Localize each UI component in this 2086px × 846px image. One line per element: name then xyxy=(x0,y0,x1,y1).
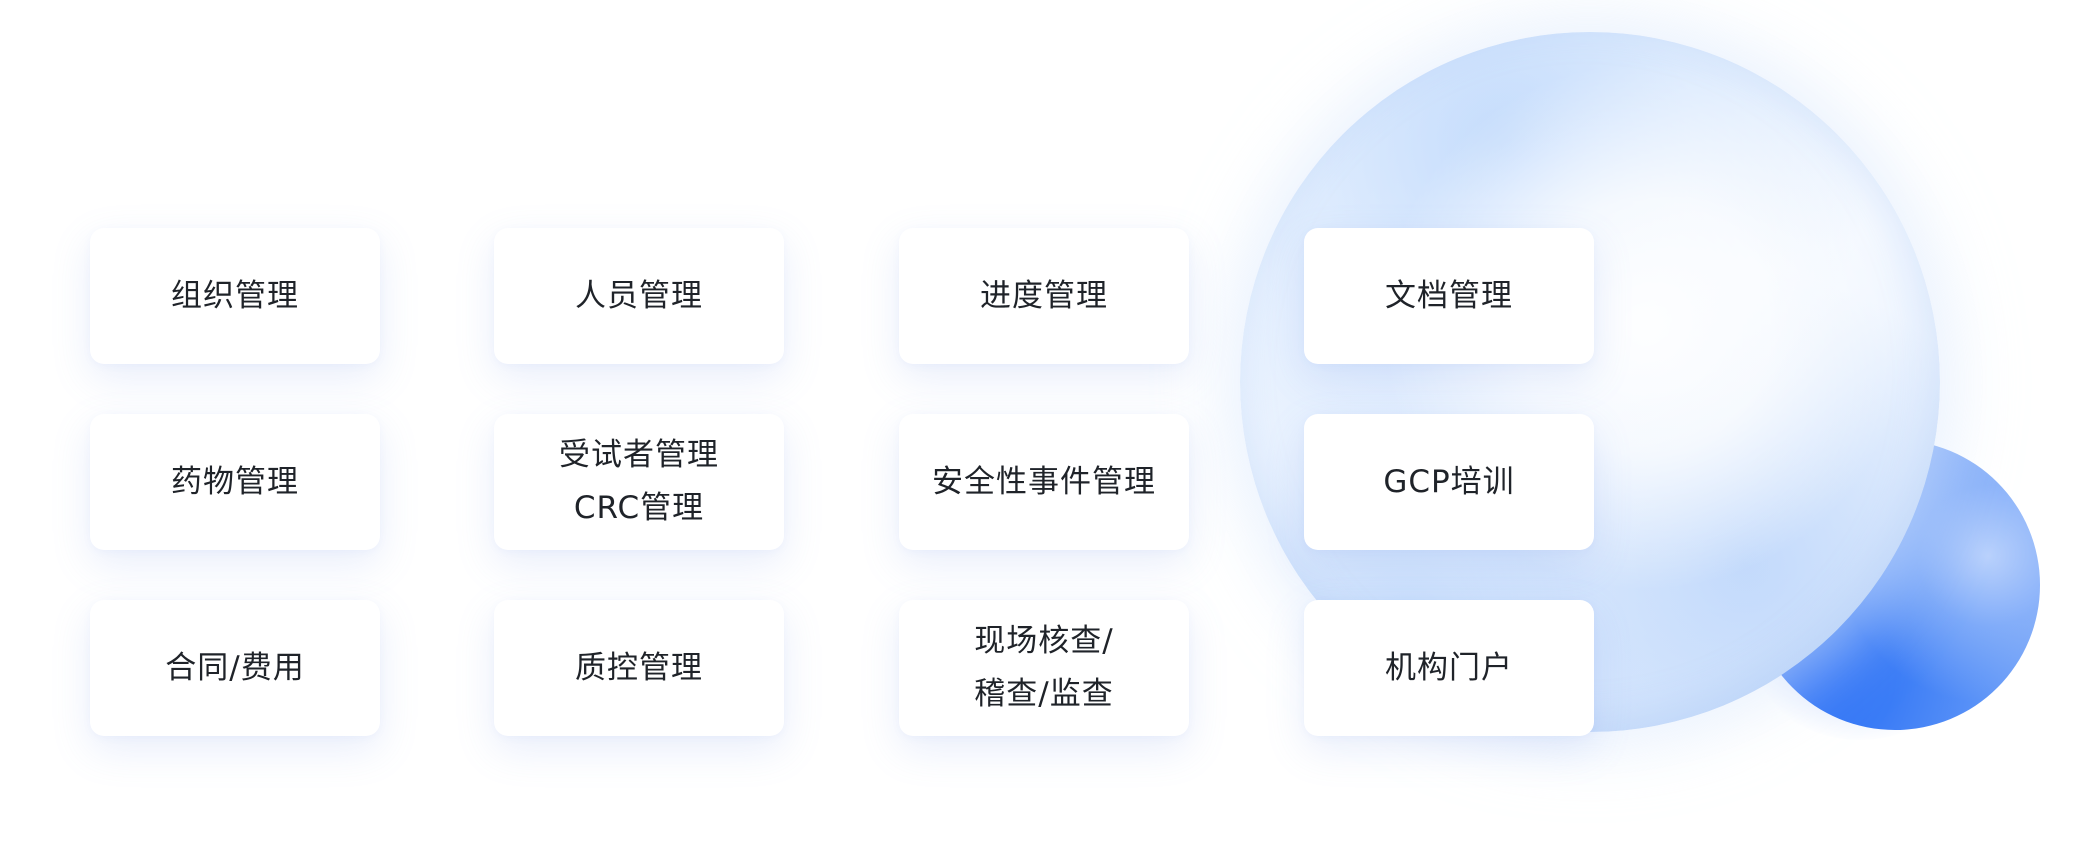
module-card-subject-crc[interactable]: 受试者管理 CRC管理 xyxy=(494,414,784,550)
module-card-personnel[interactable]: 人员管理 xyxy=(494,228,784,364)
module-card-documents[interactable]: 文档管理 xyxy=(1304,228,1594,364)
module-card-organization[interactable]: 组织管理 xyxy=(90,228,380,364)
module-label: 药物管理 xyxy=(171,463,299,500)
module-grid: 组织管理 人员管理 进度管理 文档管理 药物管理 受试者管理 CRC管理 安全性… xyxy=(90,228,1601,736)
module-label: 安全性事件管理 xyxy=(932,463,1156,500)
module-label: GCP培训 xyxy=(1383,463,1515,500)
module-label: 文档管理 xyxy=(1385,277,1513,314)
module-label: 组织管理 xyxy=(171,277,299,314)
module-label: 人员管理 xyxy=(575,277,703,314)
module-card-progress[interactable]: 进度管理 xyxy=(899,228,1189,364)
module-label: 进度管理 xyxy=(980,277,1108,314)
module-label: 机构门户 xyxy=(1385,649,1513,686)
module-card-drug[interactable]: 药物管理 xyxy=(90,414,380,550)
module-card-gcp-training[interactable]: GCP培训 xyxy=(1304,414,1594,550)
module-card-inspection-audit-monitoring[interactable]: 现场核查/ 稽查/监查 xyxy=(899,600,1189,736)
module-card-quality-control[interactable]: 质控管理 xyxy=(494,600,784,736)
module-card-institution-portal[interactable]: 机构门户 xyxy=(1304,600,1594,736)
module-card-contract-fees[interactable]: 合同/费用 xyxy=(90,600,380,736)
module-label: 现场核查/ 稽查/监查 xyxy=(974,623,1114,712)
module-card-safety-events[interactable]: 安全性事件管理 xyxy=(899,414,1189,550)
module-label: 质控管理 xyxy=(575,649,703,686)
module-label: 合同/费用 xyxy=(165,649,305,686)
module-label: 受试者管理 CRC管理 xyxy=(559,437,719,526)
